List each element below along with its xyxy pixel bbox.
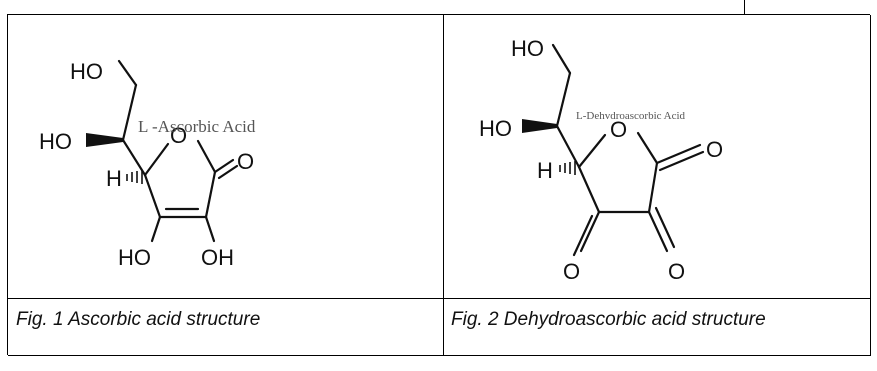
figure1-caption-cell: Fig. 1 Ascorbic acid structure bbox=[8, 299, 444, 356]
ascorbic-acid-structure: HO HO O O H HO OH L -Ascorbic Acid bbox=[39, 59, 256, 270]
bond-c2-oh bbox=[204, 215, 216, 243]
bond-c1-c2 bbox=[647, 161, 659, 214]
bond-o1-c1 bbox=[196, 139, 217, 174]
atom-ring-o: O bbox=[170, 123, 187, 148]
atom-ho-bottom: HO bbox=[118, 245, 151, 270]
figure1-cell: HO HO O O H HO OH L -Ascorbic Acid bbox=[8, 15, 444, 299]
compound-name-label: L-Dehvdroascorbic Acid bbox=[576, 110, 686, 122]
atom-ho-left: HO bbox=[39, 129, 72, 154]
wedge-bond bbox=[522, 119, 557, 133]
dehydroascorbic-acid-structure: HO HO O O H O O L-Dehvdroascorbic Acid bbox=[479, 36, 723, 284]
atom-h: H bbox=[106, 166, 122, 191]
bond-c3-c4 bbox=[577, 165, 601, 214]
atom-oh-bottom: OH bbox=[201, 245, 234, 270]
bond-c3-c4 bbox=[143, 173, 162, 219]
bond-c1-c2 bbox=[204, 170, 217, 219]
atom-carbonyl-o: O bbox=[706, 137, 723, 162]
bond-c3-o-b bbox=[572, 214, 594, 257]
figure2-cell: HO HO O O H O O L-Dehvdroascorbic Acid bbox=[444, 15, 871, 299]
wedge-bond bbox=[86, 133, 123, 147]
bond-c1-o-b bbox=[217, 164, 239, 180]
bond-ho-ch2 bbox=[551, 43, 572, 75]
bond-c1-o-a bbox=[655, 143, 702, 165]
bond-o1-c1 bbox=[636, 131, 659, 165]
bond-ch2-c bbox=[121, 83, 138, 142]
compound-name-label: L -Ascorbic Acid bbox=[138, 117, 256, 136]
cropped-top-edge bbox=[465, 0, 745, 14]
atom-o-bottom-left: O bbox=[563, 259, 580, 284]
bond-c3-o-a bbox=[579, 210, 601, 253]
figure-table: HO HO O O H HO OH L -Ascorbic Acid bbox=[7, 14, 871, 356]
figure2-caption: Fig. 2 Dehydroascorbic acid structure bbox=[451, 309, 766, 330]
figure1-caption: Fig. 1 Ascorbic acid structure bbox=[16, 309, 261, 330]
atom-ho-top: HO bbox=[70, 59, 103, 84]
bond-c4-o1 bbox=[577, 133, 607, 169]
bond-ho-ch2 bbox=[117, 59, 138, 87]
atom-o-bottom-right: O bbox=[668, 259, 685, 284]
bond-c2-o-b bbox=[654, 206, 676, 249]
hash-bond bbox=[559, 161, 576, 175]
bond-c-ring bbox=[555, 124, 581, 169]
bond-c-ring bbox=[121, 138, 147, 177]
atom-ho-top: HO bbox=[511, 36, 544, 61]
atom-ring-o: O bbox=[610, 117, 627, 142]
bond-c1-o-a bbox=[213, 158, 235, 174]
bond-c1-o-b bbox=[658, 150, 705, 172]
atom-carbonyl-o: O bbox=[237, 149, 254, 174]
bond-c3-oh bbox=[150, 215, 162, 243]
bond-c4-o1 bbox=[143, 142, 170, 177]
bond-ch2-c bbox=[555, 71, 572, 128]
figure2-caption-cell: Fig. 2 Dehydroascorbic acid structure bbox=[444, 299, 871, 356]
atom-h: H bbox=[537, 158, 553, 183]
atom-ho-left: HO bbox=[479, 116, 512, 141]
bond-c2-o-a bbox=[647, 210, 669, 253]
hash-bond bbox=[126, 170, 143, 184]
